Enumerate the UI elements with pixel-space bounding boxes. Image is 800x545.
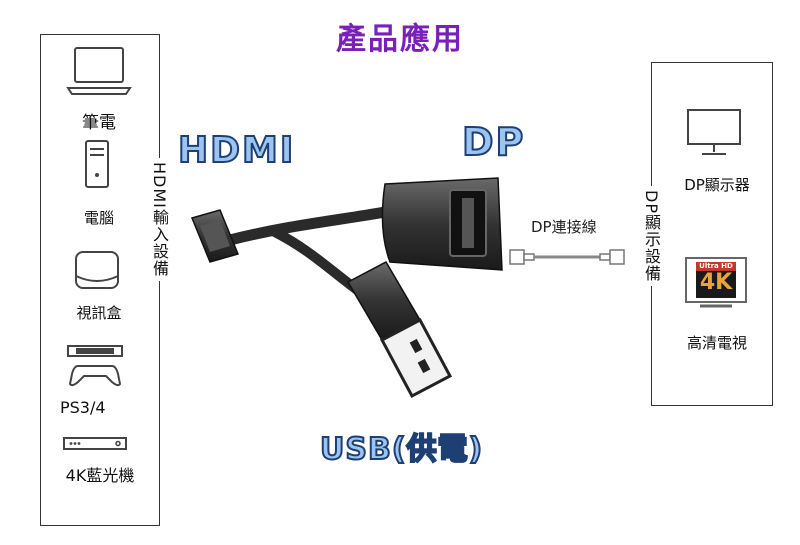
ultra-hd-badge-top: Ultra HD — [699, 262, 733, 270]
device-label-hdtv: 高清電視 — [686, 334, 747, 352]
dp-label: DP — [461, 119, 526, 165]
device-label-bluray: 4K藍光機 — [65, 466, 135, 485]
hdmi-input-devices-label: HDMI輸入設備 — [147, 158, 171, 281]
dp-display-devices-label: DP顯示設備 — [639, 186, 663, 286]
desktop-tower-icon — [84, 139, 110, 193]
tv-box-icon — [74, 250, 120, 296]
laptop-icon — [66, 44, 132, 106]
page-title: 產品應用 — [336, 22, 464, 57]
ultra-hd-badge-main: 4K — [699, 270, 733, 295]
device-label-tv-box: 視訊盒 — [76, 304, 122, 322]
game-console-icon — [66, 344, 124, 392]
device-label-laptop: 筆電 — [82, 113, 116, 133]
device-label-desktop: 電腦 — [83, 209, 114, 227]
hdmi-label: HDMI — [177, 129, 296, 172]
uhd-tv-icon — [684, 256, 748, 314]
monitor-icon — [686, 108, 742, 162]
device-label-console: PS3/4 — [60, 398, 106, 417]
bluray-player-icon — [62, 435, 128, 457]
hdmi-to-dp-adapter-cable — [180, 170, 520, 414]
dp-cable-icon — [508, 246, 626, 272]
usb-power-label: USB(供電) — [319, 431, 484, 468]
dp-cable-label: DP連接線 — [531, 218, 597, 236]
device-label-dp-monitor: DP顯示器 — [684, 176, 750, 194]
dp-display-devices-panel — [651, 62, 773, 406]
